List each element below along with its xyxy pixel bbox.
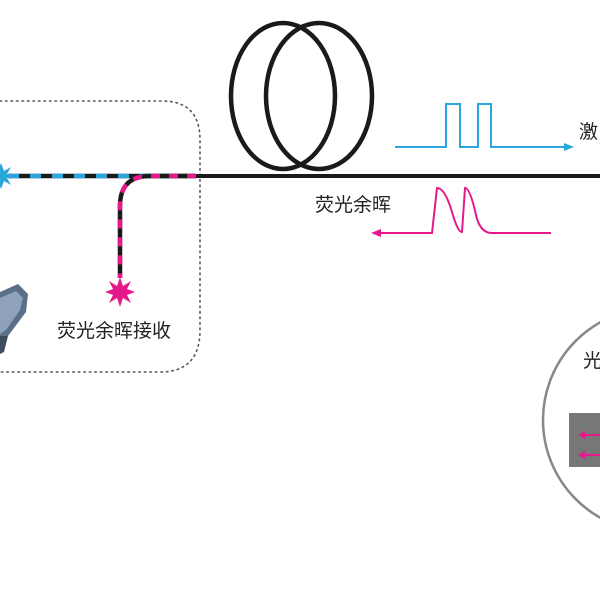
coupler-fiber-fluorescence (117, 173, 196, 278)
fiber-coil-icon (228, 20, 375, 172)
laser-label-partial: 激 (579, 121, 598, 143)
detector-starburst-icon (105, 277, 135, 307)
fluorescence-return-signal (371, 186, 551, 237)
fluorescence-receive-label: 荧光余晖接收 (57, 320, 171, 342)
laser-device (0, 284, 28, 354)
light-label-partial: 光 (583, 350, 600, 372)
coupler-enclosure (0, 100, 201, 373)
laser-pulse-signal (395, 103, 574, 151)
sensor-block (569, 413, 600, 467)
fluorescence-afterglow-label: 荧光余晖 (315, 194, 391, 216)
laser-source-starburst-icon (0, 163, 14, 189)
detail-magnifier-circle (541, 321, 600, 519)
